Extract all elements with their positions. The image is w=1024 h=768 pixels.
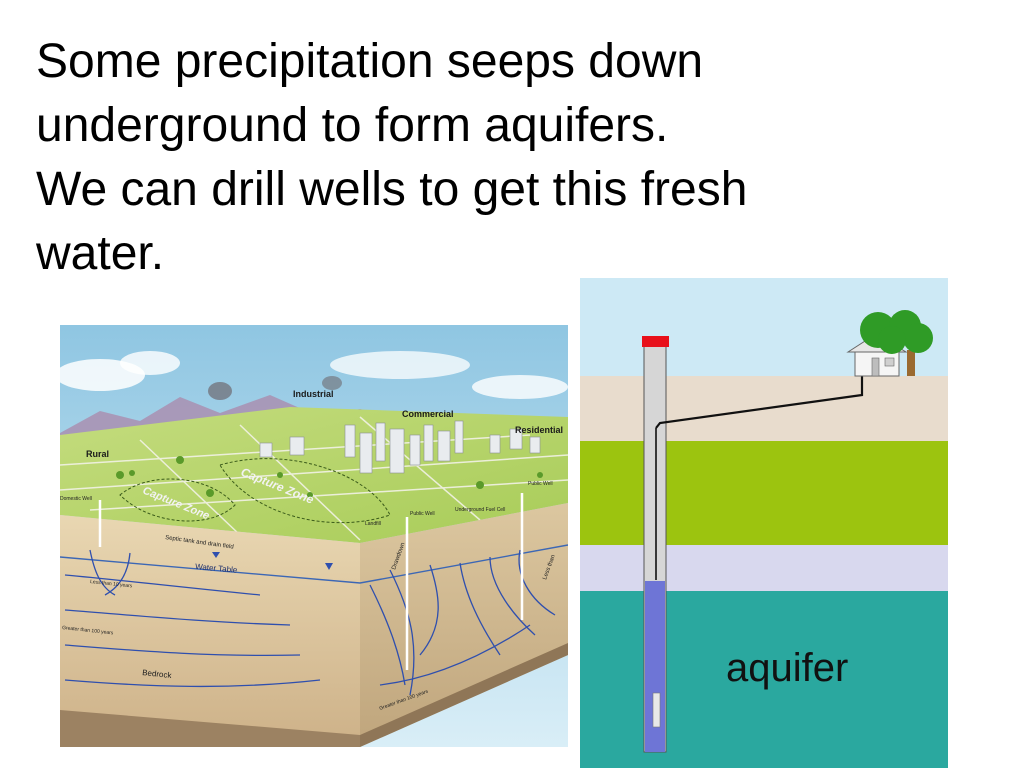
public-wells [98,493,524,670]
cloud [472,375,568,399]
capture-zone-right-outline [219,458,391,524]
label-rural: Rural [86,449,109,459]
water-table-marker [325,563,333,570]
trees [116,456,543,498]
groundwater-flow-lines-right [369,549,556,696]
well-cap [642,336,669,347]
label-public-well-2: Public Well [528,481,553,487]
label-domestic-well: Domestic Well [60,496,92,502]
bedrock [60,710,360,747]
water-table-line [60,544,568,584]
label-water-table: Water Table [195,562,238,575]
soil-front-face [60,515,360,747]
label-underground-fuel: Underground Fuel Cell [455,507,505,513]
smoke [322,376,342,390]
text-line-4: water. [36,227,165,280]
grass-layer [580,441,948,545]
cloud [120,351,180,375]
groundwater-illustration: Industrial Commercial Residential Rural … [60,325,568,747]
slide-text: Some precipitation seeps down undergroun… [36,30,916,286]
smoke [208,382,232,400]
label-greater-than-100: Greater than 100 years [62,625,114,636]
tree-icon [860,310,933,376]
aquifer-label: aquifer [726,646,848,690]
text-line-2: underground to form aquifers. [36,99,669,152]
well-diagram: aquifer [580,278,948,768]
label-landfill: Landfill [365,521,381,527]
clay-layer [580,545,948,591]
bedrock-right [360,643,568,747]
label-public-well-1: Public Well [410,511,435,517]
label-commercial: Commercial [402,409,454,419]
water-table-marker [212,552,220,558]
text-line-1: Some precipitation seeps down [36,35,704,88]
city-buildings [259,420,541,474]
aquifer-layer [580,591,948,768]
groundwater-flow-lines [64,549,321,688]
well-screen [652,692,661,728]
label-bedrock: Bedrock [142,668,173,680]
label-less-than-10: Less than 10 years [90,579,133,589]
cloud [330,351,470,379]
label-industrial: Industrial [293,389,334,399]
water-pipe [655,376,864,429]
label-residential: Residential [515,425,563,435]
text-line-3: We can drill wells to get this fresh [36,163,748,216]
capture-zone-left-outline [119,478,236,522]
